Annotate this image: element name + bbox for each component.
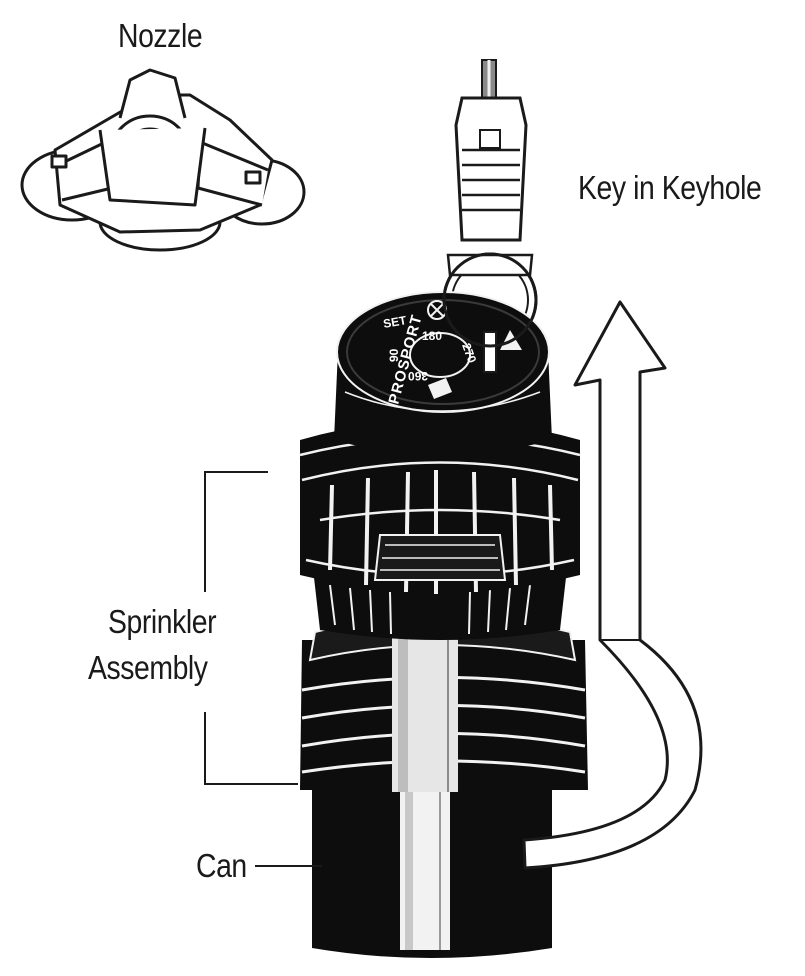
key-in-keyhole-label: Key in Keyhole xyxy=(578,169,762,206)
key-tip xyxy=(442,252,538,373)
can-label: Can xyxy=(196,847,247,884)
riser-threads xyxy=(300,615,588,792)
can xyxy=(312,768,552,958)
top-cap: PROSPORT SET 180 270 360 90 xyxy=(334,291,552,455)
turret-body xyxy=(299,420,581,594)
rotation-arrow xyxy=(522,300,703,870)
dial-90-label: 90 xyxy=(387,348,401,362)
assembly-bracket xyxy=(204,471,298,785)
dial-180-label: 180 xyxy=(422,329,442,343)
nozzle-label: Nozzle xyxy=(118,17,203,54)
nozzle-illustration xyxy=(20,68,306,252)
dial-set-label: SET xyxy=(382,313,408,331)
sprinkler-assembly-label-line2: Assembly xyxy=(88,649,208,686)
dial-360-label: 360 xyxy=(408,369,428,383)
sprinkler-assembly: PROSPORT SET 180 270 360 90 xyxy=(299,291,588,958)
sprinkler-assembly-label-line1: Sprinkler xyxy=(108,603,217,640)
dial-270-label: 270 xyxy=(459,341,479,365)
